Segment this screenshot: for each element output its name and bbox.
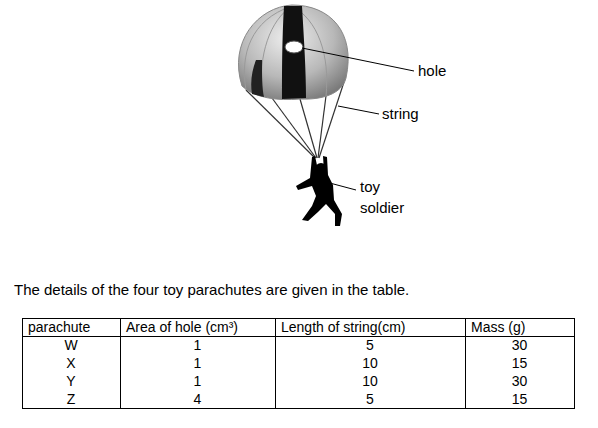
table-cell: 30 xyxy=(465,336,574,354)
instruction-text: The details of the four toy parachutes a… xyxy=(14,281,584,299)
table-cell: 30 xyxy=(465,372,574,390)
dark-panel-side xyxy=(251,60,264,97)
part-label: string xyxy=(382,105,462,123)
table-cell: Y xyxy=(22,372,120,390)
table-cell: 4 xyxy=(120,390,275,408)
dark-panel xyxy=(282,6,306,99)
table-cell: 5 xyxy=(275,336,465,354)
table-header-cell: parachute xyxy=(22,318,120,336)
table-cell: 5 xyxy=(275,390,465,408)
table-cell: 15 xyxy=(465,390,574,408)
part-label: hole xyxy=(418,62,498,80)
part-label: toy soldier xyxy=(360,176,420,218)
table-cell: 10 xyxy=(275,372,465,390)
table-cell: W xyxy=(22,336,120,354)
table-grid xyxy=(23,319,575,409)
table-cell: X xyxy=(22,354,120,372)
table-cell: 1 xyxy=(120,336,275,354)
table-cell: 15 xyxy=(465,354,574,372)
table-header-cell: Mass (g) xyxy=(465,318,574,336)
table-cell: 1 xyxy=(120,372,275,390)
table-cell: 10 xyxy=(275,354,465,372)
canopy xyxy=(238,5,348,100)
table-header-cell: Area of hole (cm³) xyxy=(120,318,275,336)
table-header-cell: Length of string(cm) xyxy=(275,318,465,336)
hole xyxy=(285,41,303,53)
table-cell: Z xyxy=(22,390,120,408)
table-cell: 1 xyxy=(120,354,275,372)
toy-soldier-figure xyxy=(296,156,342,226)
